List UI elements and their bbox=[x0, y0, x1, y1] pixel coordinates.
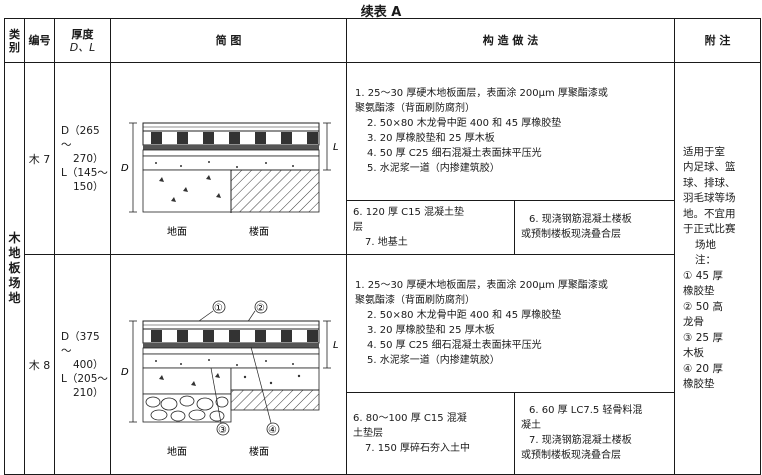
section-diagram-2-svg: ① ② bbox=[121, 300, 339, 458]
construction-steps-1: 1. 25～30 厚硬木地板面层，表面涂 200μm 厚聚酯漆或 聚氨酯漆（背面… bbox=[346, 62, 675, 201]
section-diagram-1-svg: D L 地面 楼面 bbox=[121, 122, 339, 238]
floor-steps-1: 6. 现浇钢筋混凝土楼板 或预制楼板现浇叠合层 bbox=[514, 199, 675, 256]
floor-label: 楼面 bbox=[249, 445, 269, 458]
floor-label: 楼面 bbox=[249, 225, 269, 238]
header-code: 编号 bbox=[24, 18, 55, 63]
table-row: 6. 80～100 厚 C15 混凝 土垫层 7. 150 厚碎石夯入土中 6.… bbox=[5, 391, 761, 475]
ground-steps-2: 6. 80～100 厚 C15 混凝 土垫层 7. 150 厚碎石夯入土中 bbox=[346, 391, 515, 475]
callout-3: ③ bbox=[218, 425, 227, 436]
header-diagram: 简 图 bbox=[110, 18, 347, 63]
category-cell: 木地板场地 bbox=[4, 62, 25, 475]
row-thickness: D（265～ 270） L（145～ 150） bbox=[54, 62, 111, 255]
ground-label: 地面 bbox=[167, 225, 187, 238]
header-construction: 构 造 做 法 bbox=[346, 18, 675, 63]
dim-l-label: L bbox=[333, 340, 339, 351]
callout-4: ④ bbox=[268, 425, 277, 436]
dim-d-label: D bbox=[121, 367, 129, 378]
section-diagram-1: D L 地面 楼面 bbox=[110, 62, 347, 255]
header-notes: 附 注 bbox=[674, 18, 761, 63]
row-thickness: D（375～ 400） L（205～ 210） bbox=[54, 254, 111, 475]
table-row: 6. 120 厚 C15 混凝土垫 层 7. 地基土 6. 现浇钢筋混凝土楼板 … bbox=[5, 199, 761, 256]
callout-2: ② bbox=[256, 303, 265, 314]
ground-label: 地面 bbox=[167, 445, 187, 458]
header-thickness: 厚度 D、L bbox=[54, 18, 111, 63]
section-diagram-2: ① ② bbox=[110, 254, 347, 475]
table-row: 木地板场地 木 7 D（265～ 270） L（145～ 150） bbox=[4, 62, 761, 475]
construction-table: 类别 编号 厚度 D、L 简 图 构 造 做 法 附 注 木地板场地 木 7 D… bbox=[4, 18, 761, 475]
row-code: 木 8 bbox=[24, 254, 55, 475]
row-code: 木 7 bbox=[24, 62, 55, 255]
ground-steps-1: 6. 120 厚 C15 混凝土垫 层 7. 地基土 bbox=[346, 199, 515, 256]
header-category: 类别 bbox=[4, 18, 25, 63]
dim-l-label: L bbox=[333, 142, 339, 153]
page-title: 续表 A bbox=[360, 5, 402, 20]
table-row: 木 8 D（375～ 400） L（205～ 210） ① ② bbox=[5, 254, 761, 475]
dim-d-label: D bbox=[121, 163, 129, 174]
notes-cell: 适用于室 内足球、篮 球、排球、 羽毛球等场 地。不宜用 于正式比赛 场地 注：… bbox=[674, 62, 761, 475]
construction-steps-2: 1. 25～30 厚硬木地板面层，表面涂 200μm 厚聚酯漆或 聚氨酯漆（背面… bbox=[346, 254, 675, 393]
callout-1: ① bbox=[214, 303, 223, 314]
floor-steps-2: 6. 60 厚 LC7.5 轻骨料混 凝土 7. 现浇钢筋混凝土楼板 或预制楼板… bbox=[514, 391, 675, 475]
header-row: 类别 编号 厚度 D、L 简 图 构 造 做 法 附 注 bbox=[4, 18, 761, 63]
